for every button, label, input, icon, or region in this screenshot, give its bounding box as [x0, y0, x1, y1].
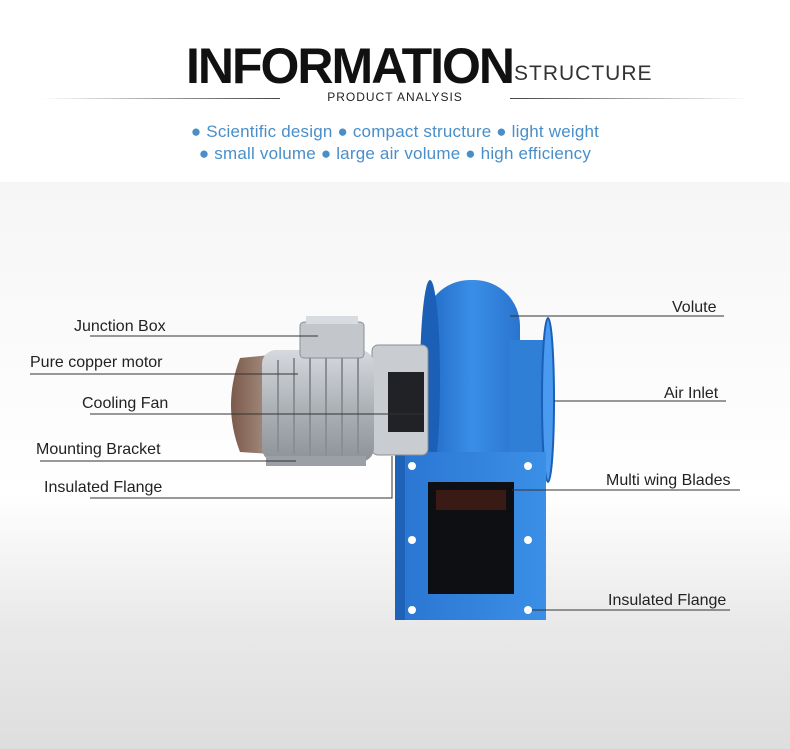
features-line-1: ● Scientific design ● compact structure …	[190, 122, 600, 141]
bolt-hole	[408, 606, 416, 614]
label-mounting-bracket: Mounting Bracket	[36, 441, 161, 458]
divider-right	[510, 98, 750, 99]
label-volute: Volute	[672, 299, 717, 316]
label-pure-copper-motor: Pure copper motor	[30, 354, 163, 371]
motor-flange	[371, 344, 429, 456]
label-insulated-flange-left: Insulated Flange	[44, 479, 163, 496]
bolt-hole	[524, 606, 532, 614]
header-section: INFORMATION STRUCTURE PRODUCT ANALYSIS ●…	[0, 0, 790, 182]
volute-body	[424, 280, 520, 480]
junction-box	[299, 321, 365, 359]
divider-left	[40, 98, 280, 99]
analysis-caption: PRODUCT ANALYSIS	[327, 90, 463, 104]
bolt-hole	[408, 536, 416, 544]
leader-insulated-flange-left	[90, 456, 393, 499]
bolt-hole	[524, 462, 532, 470]
motor-body	[262, 350, 374, 462]
bolt-hole	[408, 462, 416, 470]
cooling-fan-window	[388, 372, 424, 432]
outlet-side	[395, 452, 405, 620]
label-air-inlet: Air Inlet	[664, 385, 719, 402]
motor	[231, 316, 374, 466]
junction-box-lid	[306, 316, 358, 324]
leader-lines	[30, 315, 740, 611]
label-insulated-flange-right: Insulated Flange	[608, 592, 727, 609]
label-multi-wing-blades: Multi wing Blades	[606, 472, 731, 489]
bolt-hole	[524, 536, 532, 544]
label-junction-box: Junction Box	[74, 318, 166, 335]
mounting-bracket	[266, 456, 366, 466]
air-inlet-ring	[541, 317, 555, 483]
outlet-flange	[395, 452, 546, 620]
label-cooling-fan: Cooling Fan	[82, 395, 169, 412]
impeller-glimpse	[436, 490, 506, 510]
page-title: INFORMATION	[186, 38, 515, 94]
page-subtitle: STRUCTURE	[514, 62, 653, 85]
volute-housing	[420, 280, 555, 483]
features-line-2: ● small volume ● large air volume ● high…	[198, 144, 592, 163]
